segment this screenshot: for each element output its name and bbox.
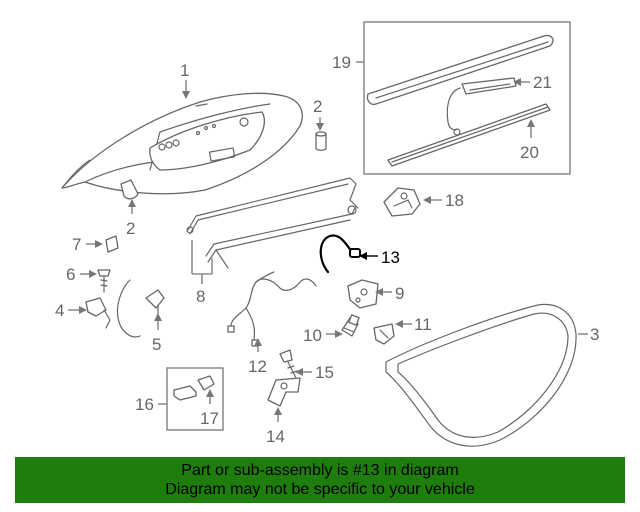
footer-line-2: Diagram may not be specific to your vehi… xyxy=(165,481,475,498)
callout-2-upper: 2 xyxy=(313,97,324,131)
svg-text:4: 4 xyxy=(55,301,64,320)
cable-actuator-part xyxy=(85,279,141,338)
bolt-part-10 xyxy=(341,314,360,337)
callout-17: 17 xyxy=(200,389,219,428)
svg-text:13: 13 xyxy=(381,248,400,267)
footer-line-1: Part or sub-assembly is #13 in diagram xyxy=(181,462,459,479)
cable-part-13 xyxy=(319,234,361,274)
striker-part xyxy=(267,377,301,407)
bumper-stop-part xyxy=(120,131,327,200)
callout-19: 19 xyxy=(332,53,364,72)
callout-15: 15 xyxy=(295,363,334,382)
svg-text:15: 15 xyxy=(315,363,334,382)
trunk-lid-part xyxy=(61,92,303,195)
callout-13[interactable]: 13 xyxy=(359,248,400,267)
weatherstrip-part xyxy=(385,303,577,447)
latch-bracket-part xyxy=(383,187,421,217)
svg-text:19: 19 xyxy=(332,53,351,72)
callout-20: 20 xyxy=(520,119,539,162)
callout-1: 1 xyxy=(180,61,190,99)
callout-14: 14 xyxy=(266,407,285,446)
callout-16: 16 xyxy=(135,395,167,414)
push-pin-part xyxy=(145,289,165,317)
bolt-part-15 xyxy=(279,349,298,379)
svg-text:6: 6 xyxy=(66,265,75,284)
svg-text:5: 5 xyxy=(152,335,161,354)
callout-2-lower: 2 xyxy=(126,199,136,238)
callout-5: 5 xyxy=(152,313,162,354)
svg-text:11: 11 xyxy=(414,315,432,334)
svg-text:16: 16 xyxy=(135,395,154,414)
svg-text:7: 7 xyxy=(72,235,81,254)
footer-banner: Part or sub-assembly is #13 in diagram D… xyxy=(15,457,625,503)
switch-box xyxy=(166,367,224,431)
callout-21: 21 xyxy=(513,73,552,92)
svg-text:20: 20 xyxy=(520,143,539,162)
svg-text:1: 1 xyxy=(180,61,189,80)
parts-diagram: 1 2 2 19 21 20 xyxy=(55,21,599,447)
callout-11: 11 xyxy=(395,315,432,334)
svg-text:8: 8 xyxy=(196,287,205,306)
svg-text:2: 2 xyxy=(313,97,322,116)
callout-12: 12 xyxy=(248,338,267,376)
callout-4: 4 xyxy=(55,301,87,320)
svg-text:21: 21 xyxy=(533,73,552,92)
svg-text:18: 18 xyxy=(445,191,464,210)
torsion-rod-part xyxy=(186,177,359,269)
screw-part-6 xyxy=(97,269,111,293)
svg-text:9: 9 xyxy=(395,284,404,303)
svg-text:17: 17 xyxy=(200,409,219,428)
hinge-part xyxy=(347,279,379,309)
callout-10: 10 xyxy=(303,326,343,345)
callout-3: 3 xyxy=(578,325,599,344)
callout-9: 9 xyxy=(375,284,404,303)
svg-text:3: 3 xyxy=(590,325,599,344)
svg-text:14: 14 xyxy=(266,427,285,446)
svg-text:10: 10 xyxy=(303,326,322,345)
spoiler-box xyxy=(363,21,571,175)
svg-text:12: 12 xyxy=(248,357,267,376)
grommet-part-7 xyxy=(105,235,119,253)
bracket-part-11 xyxy=(373,323,395,345)
callout-8: 8 xyxy=(191,240,213,306)
callout-18: 18 xyxy=(423,191,464,210)
callout-7: 7 xyxy=(72,235,103,254)
svg-text:2: 2 xyxy=(126,219,135,238)
callout-6: 6 xyxy=(66,265,97,284)
